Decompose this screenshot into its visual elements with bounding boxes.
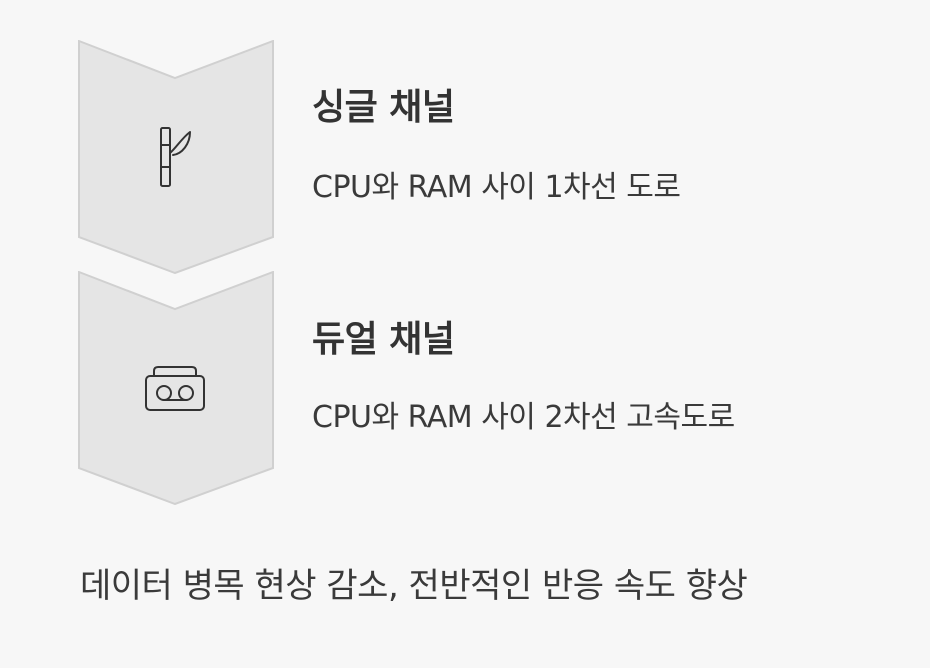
step-title-single-channel: 싱글 채널 (312, 87, 455, 128)
step-description-single-channel: CPU와 RAM 사이 1차선 도로 (312, 170, 681, 205)
bamboo-icon (160, 127, 191, 187)
step-chevron-single-channel (78, 40, 274, 274)
step-title-dual-channel: 듀얼 채널 (312, 319, 455, 360)
chevron-shape (78, 40, 274, 274)
chevron-shape (78, 271, 274, 505)
conclusion-text: 데이터 병목 현상 감소, 전반적인 반응 속도 향상 (80, 566, 748, 606)
boombox-icon (145, 366, 205, 411)
step-description-dual-channel: CPU와 RAM 사이 2차선 고속도로 (312, 400, 735, 435)
step-chevron-dual-channel (78, 271, 274, 505)
